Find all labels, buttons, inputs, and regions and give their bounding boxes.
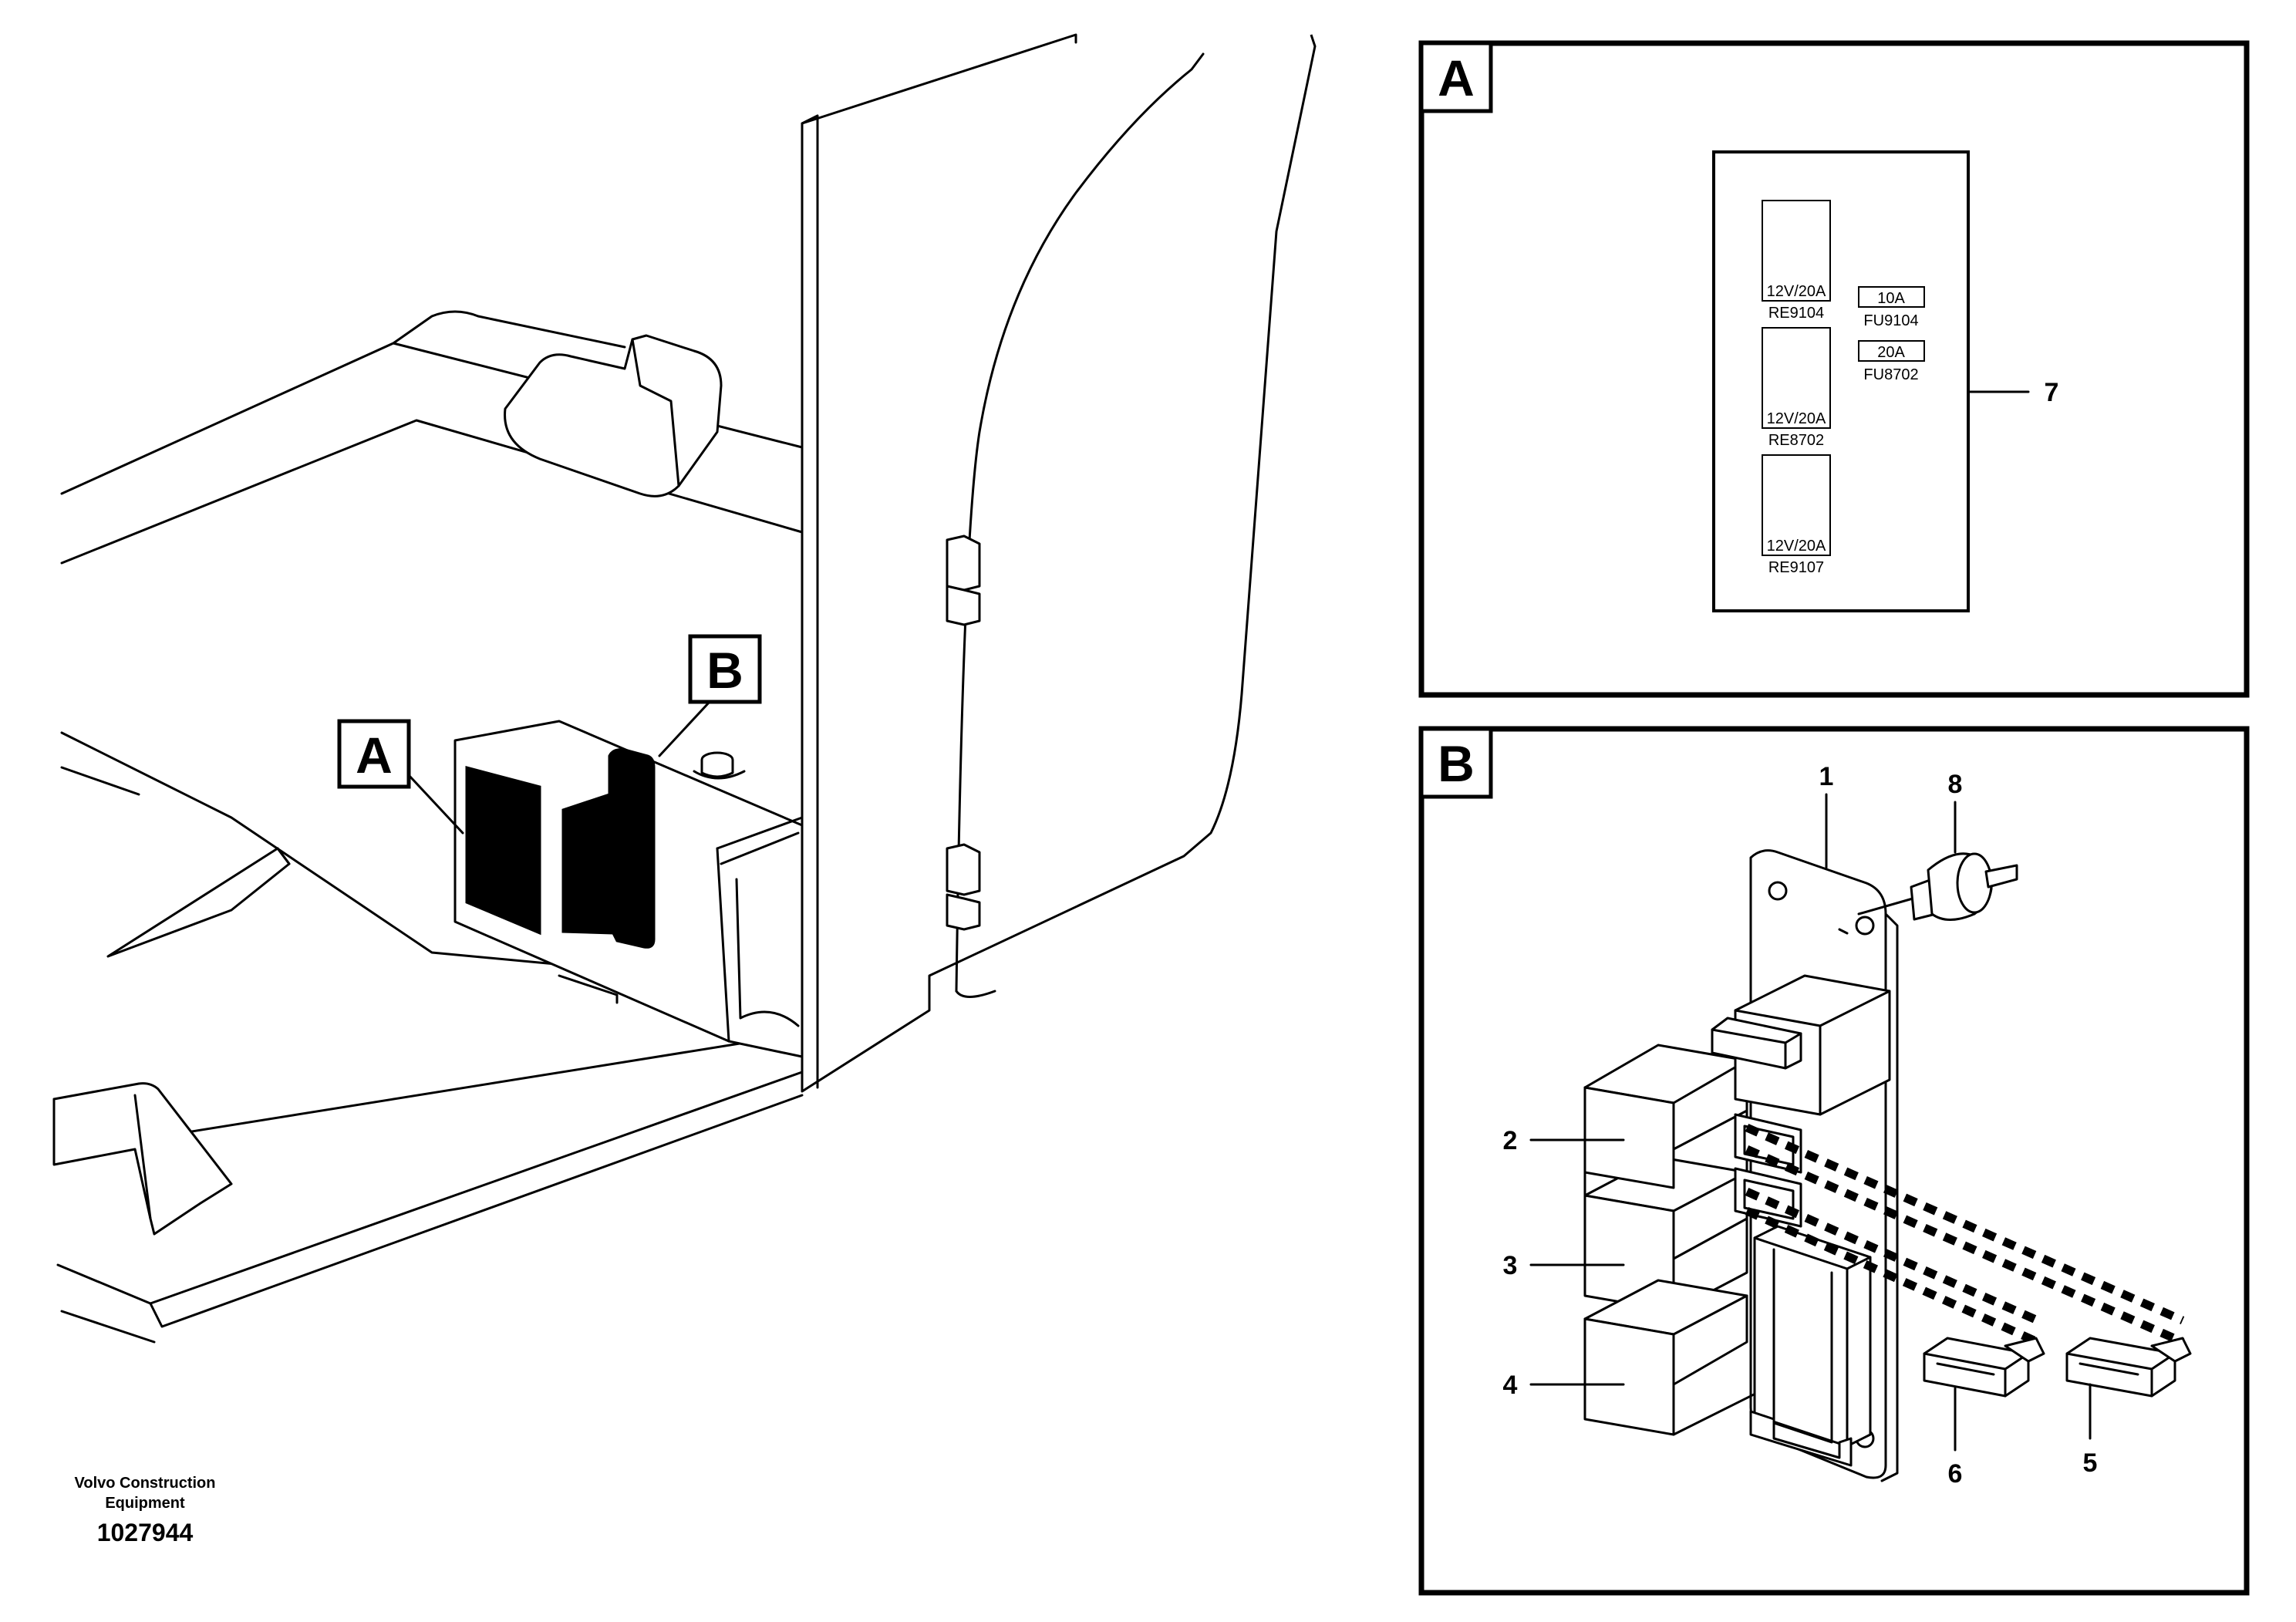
relay-3-rating: 12V/20A [1767,538,1826,555]
detail-b-panel: B [1418,726,2250,1596]
callout-a-box [337,719,411,789]
detail-b-tag-box [1419,727,1493,799]
machine-overview: A B [52,33,1317,1344]
fuse-fu8702 [1858,340,1925,362]
relay-stack [1583,974,1891,1467]
detail-a-panel: A 12V/20A RE9104 12V/20A RE8702 12V/20A … [1418,40,2250,698]
callout-b: B [706,642,743,699]
relay-re8702 [1762,327,1831,429]
switch-8 [1857,852,2018,921]
fuse-6 [1923,1337,2045,1398]
fuse-2-rating: 20A [1877,344,1905,361]
relay-3-code: RE9107 [1768,559,1824,576]
fuse-relay-panel [1712,150,1970,612]
relay-2-code: RE8702 [1768,432,1824,449]
relay-1-code: RE9104 [1768,305,1824,322]
fuse-1-rating: 10A [1877,290,1905,307]
fuse-fu9104 [1858,286,1925,308]
callout-b-box [688,634,762,704]
relay-re9104 [1762,200,1831,302]
label-5: 5 [2083,1448,2098,1478]
label-2: 2 [1503,1126,1518,1155]
detail-a-tag-box [1419,41,1493,113]
relay-4 [1583,1317,1675,1436]
fuse-5 [2065,1337,2192,1398]
label-7: 7 [2045,378,2059,407]
callout-a: A [356,727,393,784]
route-line-6 [1745,1187,2040,1325]
drawing-number: 1027944 [97,1519,194,1546]
route-line-5 [1745,1123,2185,1325]
label-8: 8 [1948,770,1963,799]
label-4: 4 [1503,1371,1518,1400]
footer: Volvo Construction Equipment 1027944 [75,1475,216,1546]
relay-re9107 [1762,454,1831,556]
fuse-1-code: FU9104 [1863,312,1918,329]
relay-1-rating: 12V/20A [1767,283,1826,300]
detail-a-title: A [1438,49,1475,106]
route-line-6b [1745,1206,2040,1347]
relay-2-rating: 12V/20A [1767,410,1826,427]
label-3: 3 [1503,1251,1518,1280]
label-6: 6 [1948,1459,1963,1489]
label-1: 1 [1819,762,1834,791]
route-line-5b [1745,1145,2185,1347]
company-name-line1: Volvo Construction [75,1475,216,1492]
company-name-line2: Equipment [105,1495,185,1512]
fuse-2-code: FU8702 [1863,366,1918,383]
detail-b-title: B [1438,735,1475,792]
